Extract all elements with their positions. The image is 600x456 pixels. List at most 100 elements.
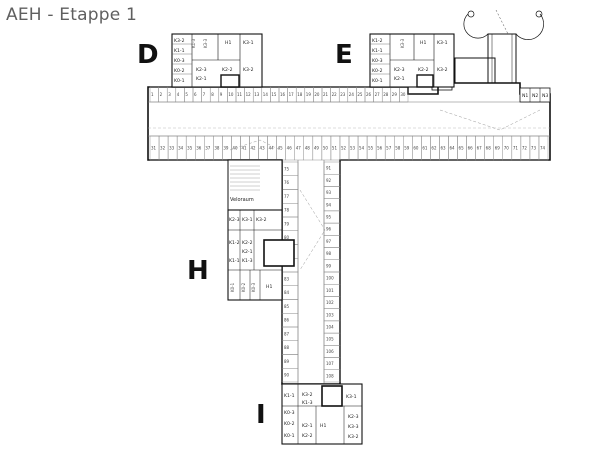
parking-stall-number: 103	[326, 312, 334, 317]
parking-stall-number: 98	[326, 251, 332, 256]
parking-stall-number: 52	[341, 146, 347, 151]
room-label: K3-2	[348, 434, 359, 440]
block-i: K1-1 K3-2 K3-1 K1-3 K0-3 H1 K0-2 K2-3 K3…	[281, 383, 363, 445]
parking-stall-number: 19	[306, 92, 312, 97]
parking-stall-number: 53	[350, 146, 356, 151]
room-label: K1-3	[242, 258, 253, 264]
parking-stall-number: 40	[232, 146, 238, 151]
room-label: K3-2	[243, 67, 254, 73]
room-label: K2-3	[229, 217, 240, 223]
parking-stall-number: 46	[287, 146, 293, 151]
room-label: K1-3	[191, 38, 196, 48]
room-label: K0-1	[174, 78, 185, 84]
room-label: H1	[266, 284, 272, 290]
parking-stall-number: 83	[284, 276, 290, 281]
room-label: K2-2	[242, 240, 253, 246]
parking-stall-number: 88	[284, 345, 290, 350]
room-label: H1	[225, 40, 231, 46]
parking-stall-number: 39	[223, 146, 229, 151]
room-label: K2-3	[348, 414, 359, 420]
room-label: K2-2	[302, 433, 313, 439]
parking-stall-number: 21	[323, 92, 329, 97]
room-label: K3-3	[400, 38, 405, 48]
parking-stall-number: 34	[178, 146, 184, 151]
parking-stall-number: 89	[284, 359, 290, 364]
parking-stall-number: 4	[177, 92, 180, 97]
parking-stall-number: 62	[431, 146, 437, 151]
parking-stall-number: 29	[392, 92, 398, 97]
parking-stall-number: 45	[278, 146, 284, 151]
room-label: K0-1	[372, 78, 383, 84]
parking-stall-number: 26	[366, 92, 372, 97]
parking-stall-number: 38	[214, 146, 220, 151]
parking-stall-number: 61	[422, 146, 428, 151]
room-label: K0-3	[251, 282, 256, 292]
parking-stall-number: 17	[289, 92, 295, 97]
parking-stall-number: 92	[326, 178, 332, 183]
parking-stall-number: 80	[284, 235, 290, 240]
room-label: K1-1	[284, 393, 295, 399]
parking-stall-number: 97	[326, 239, 332, 244]
parking-stall-number: 25	[357, 92, 363, 97]
room-label: K0-2	[284, 421, 295, 427]
parking-stall-number: 90	[284, 373, 290, 378]
parking-stall-number: 106	[326, 349, 334, 354]
room-label: K2-1	[302, 423, 313, 429]
room-label: K3-1	[242, 217, 253, 223]
parking-stall-number: 37	[205, 146, 211, 151]
room-label: K0-3	[284, 410, 295, 416]
parking-stall-number: 1	[151, 92, 154, 97]
room-label: H1	[420, 40, 426, 46]
parking-stall-number: 2	[160, 92, 163, 97]
room-label: K0-2	[241, 282, 246, 292]
parking-stall-number: 30	[400, 92, 406, 97]
parking-stall	[538, 135, 549, 161]
room-label: K1-1	[229, 258, 240, 264]
parking-stall-number: 51	[332, 146, 338, 151]
parking-stall-number: 91	[326, 166, 332, 171]
room-label: K3-3	[203, 38, 208, 48]
parking-stall-number: 79	[284, 221, 290, 226]
parking-stall-number: 20	[314, 92, 320, 97]
parking-stall-number: 44	[269, 146, 275, 151]
parking-stall-number: 58	[395, 146, 401, 151]
room-label: K3-2	[302, 392, 313, 398]
parking-stall-number: 67	[477, 146, 483, 151]
room-label: K2-2	[418, 67, 429, 73]
parking-stall-number: 74	[540, 146, 546, 151]
room-label: H1	[320, 423, 326, 429]
parking-stall-number: 8	[211, 92, 214, 97]
room-label: K3-2	[256, 217, 267, 223]
parking-stall-number: 13	[254, 92, 260, 97]
room-label: K3-2	[174, 38, 185, 44]
parking-stall-number: 104	[326, 325, 334, 330]
room-label: K2-1	[394, 76, 405, 82]
parking-column-south-right: 9192939495969798991001011021031041051061…	[323, 161, 341, 383]
room-label: N3	[542, 93, 548, 99]
parking-stall-number: 12	[246, 92, 252, 97]
room-label: K1-1	[372, 48, 383, 54]
block-label-e: E	[335, 40, 353, 70]
parking-stall-number: 72	[522, 146, 528, 151]
parking-stall-number: 35	[187, 146, 193, 151]
room-label: K3-3	[348, 424, 359, 430]
room-label: K2-1	[196, 76, 207, 82]
parking-stall-number: 75	[284, 166, 290, 171]
parking-stall-number: 22	[332, 92, 338, 97]
room-label: K0-1	[230, 282, 235, 292]
parking-stall-number: 93	[326, 190, 332, 195]
room-label: K1-2	[372, 38, 383, 44]
parking-stall-number: 63	[440, 146, 446, 151]
room-label: K2-2	[222, 67, 233, 73]
room-label: N1	[522, 93, 528, 99]
parking-stall-number: 31	[151, 146, 157, 151]
parking-stall-number: 95	[326, 215, 332, 220]
room-label: K0-2	[174, 68, 185, 74]
parking-stall-number: 107	[326, 361, 334, 366]
parking-stall-number: 6	[194, 92, 197, 97]
parking-stall-number: 28	[383, 92, 389, 97]
bike-room-label: Veloraum	[230, 197, 254, 203]
